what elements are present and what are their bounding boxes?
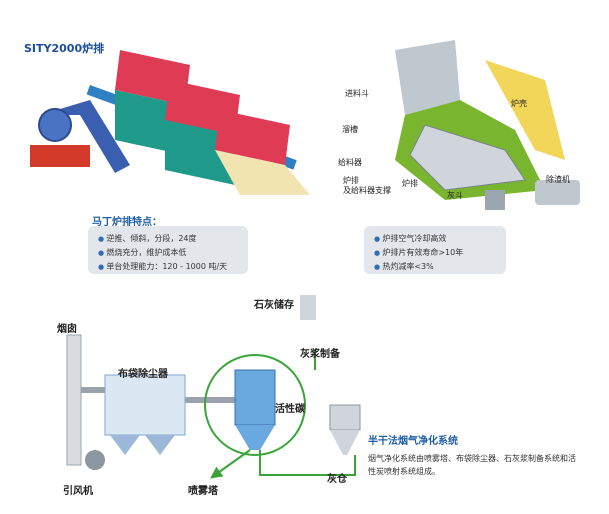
drive-wheel bbox=[38, 108, 72, 142]
label-slurry-prep: 灰浆制备 bbox=[300, 349, 340, 360]
label-baghouse: 布袋除尘器 bbox=[118, 369, 168, 380]
baghouse-shape bbox=[104, 374, 186, 436]
label-ash-silo: 灰仓 bbox=[327, 474, 347, 485]
label-activated-carbon: 活性碳 bbox=[275, 404, 305, 415]
ash-silo-shape bbox=[329, 404, 361, 431]
furnace-panel: 炉排空气冷却高效 炉排片有效寿命>10年 热灼减率<3% bbox=[364, 226, 506, 274]
system-desc: 烟气净化系统由喷雾塔、布袋除尘器、石灰浆制备系统和活性炭喷射系统组成。 bbox=[368, 454, 576, 476]
hopper bbox=[395, 40, 460, 115]
label-chimney: 烟囱 bbox=[57, 324, 77, 335]
label-grate-support: 炉排 及给料器支撑 bbox=[343, 176, 391, 195]
martin-list: 逆推、倾斜，分段，24度 燃烧充分，维护成本低 单台处理能力：120 - 100… bbox=[88, 226, 248, 280]
label-ash-hopper: 灰斗 bbox=[447, 191, 463, 200]
grate-section-3 bbox=[215, 110, 310, 195]
label-grate: 炉排 bbox=[402, 179, 418, 188]
shell-wall bbox=[485, 60, 565, 160]
slag-remover-block bbox=[535, 180, 580, 205]
furnace-item: 热灼减率<3% bbox=[374, 260, 496, 274]
grate-bed bbox=[409, 124, 526, 191]
label-shell: 炉壳 bbox=[511, 99, 527, 108]
label-lime-storage: 石灰储存 bbox=[254, 300, 294, 311]
chimney-shape bbox=[66, 334, 82, 466]
hydraulic-arm bbox=[40, 100, 130, 173]
martin-panel: 逆推、倾斜，分段，24度 燃烧充分，维护成本低 单台处理能力：120 - 100… bbox=[88, 226, 248, 274]
label-chute: 溜槽 bbox=[342, 125, 358, 134]
martin-item: 单台处理能力：120 - 1000 吨/天 bbox=[98, 260, 238, 274]
hot-bar bbox=[30, 145, 90, 167]
furnace-list: 炉排空气冷却高效 炉排片有效寿命>10年 热灼减率<3% bbox=[364, 226, 506, 280]
spray-tower-shape bbox=[234, 369, 276, 426]
label-feeder: 给料器 bbox=[338, 158, 362, 167]
furnace-item: 炉排片有效寿命>10年 bbox=[374, 246, 496, 260]
martin-head: 马丁炉排特点： bbox=[92, 217, 162, 228]
flue-gas-diagram bbox=[66, 295, 361, 479]
furnace-item: 炉排空气冷却高效 bbox=[374, 232, 496, 246]
focus-circle bbox=[204, 354, 306, 456]
ash-hopper-block bbox=[485, 190, 505, 210]
label-slag-remover: 除渣机 bbox=[546, 175, 570, 184]
martin-item: 燃烧充分，维护成本低 bbox=[98, 246, 238, 260]
lime-silo-shape bbox=[300, 295, 316, 320]
label-spray-tower: 喷雾塔 bbox=[188, 486, 218, 497]
section-title: SITY2000炉排 bbox=[24, 42, 105, 55]
furnace-illustration bbox=[395, 40, 580, 210]
label-feed-hopper: 进料斗 bbox=[345, 89, 369, 98]
fan-shape bbox=[85, 450, 105, 470]
grate-illustration bbox=[30, 50, 310, 195]
system-head: 半干法烟气净化系统 bbox=[368, 436, 458, 447]
label-induced-fan: 引风机 bbox=[63, 486, 93, 497]
martin-item: 逆推、倾斜，分段，24度 bbox=[98, 232, 238, 246]
